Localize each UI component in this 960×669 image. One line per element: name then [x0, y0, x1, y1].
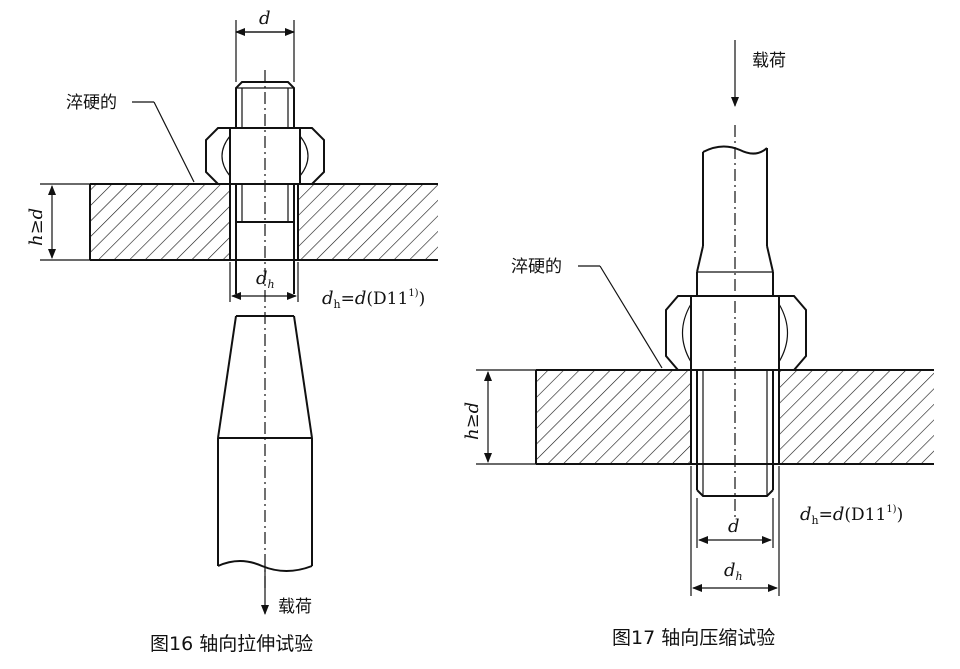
dimension-dh-16: dh	[229, 262, 299, 302]
dim-d-label-16: d	[259, 8, 271, 29]
hardened-leader-16: 淬硬的	[66, 93, 195, 183]
dim-dh-label-17: dh	[724, 560, 743, 583]
hardened-leader-17: 淬硬的	[511, 257, 663, 369]
plate-17	[535, 369, 934, 465]
nut-16	[205, 127, 325, 185]
dimension-d-17: d	[696, 498, 774, 548]
hardened-label-16: 淬硬的	[66, 93, 117, 113]
dim-h-rest-17: ≥d	[462, 402, 483, 429]
dimension-h-17: h≥d	[462, 369, 536, 465]
dim-dh-label-16: dh	[256, 268, 275, 291]
dimension-dh-17: dh	[690, 466, 780, 596]
tolerance-equation-17: dh=d(D111))	[800, 504, 903, 527]
dim-h-main-16: h	[26, 234, 47, 246]
figure-16-tensile-test: 载荷 d h≥d dh dh=d(D111))	[26, 8, 438, 655]
svg-text:h≥d: h≥d	[26, 208, 47, 246]
caption-17: 图17 轴向压缩试验	[612, 627, 775, 649]
dim-h-rest-16: ≥d	[26, 208, 47, 235]
bolt-shank-17	[696, 370, 774, 497]
dim-d-label-17: d	[728, 516, 740, 537]
bolt-shank-in-hole-16	[235, 184, 295, 294]
plate-16	[89, 183, 438, 261]
dimension-d-16: d	[235, 8, 295, 82]
load-label-17: 载荷	[752, 51, 786, 71]
load-label-16: 载荷	[278, 597, 312, 617]
svg-text:h≥d: h≥d	[462, 402, 483, 440]
figure-17-compression-test: 载荷 d dh h≥d dh=d(D111))	[462, 40, 934, 649]
tolerance-equation-16: dh=d(D111))	[322, 288, 425, 311]
caption-16: 图16 轴向拉伸试验	[150, 633, 313, 655]
upper-rod-17	[696, 145, 774, 296]
nut-17	[665, 295, 807, 371]
dimension-h-16: h≥d	[26, 183, 90, 261]
hardened-label-17: 淬硬的	[511, 257, 562, 277]
dim-h-main-17: h	[462, 428, 483, 440]
